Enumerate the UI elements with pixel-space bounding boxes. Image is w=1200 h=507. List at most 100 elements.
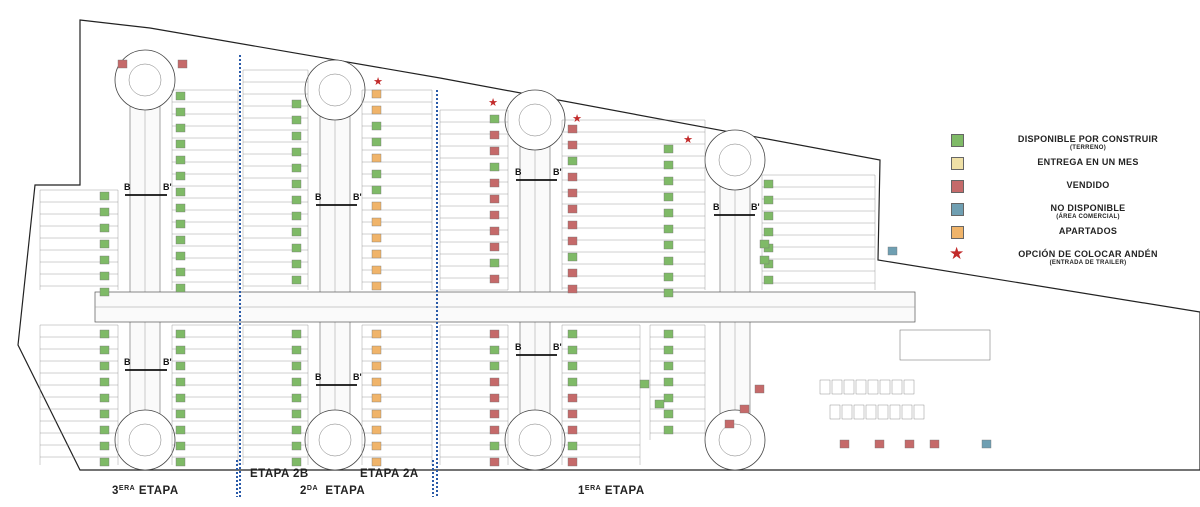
lot-status-swatch — [567, 204, 578, 214]
lot-status-swatch — [371, 153, 382, 163]
lot-status-swatch — [489, 130, 500, 140]
lot-status-swatch — [291, 115, 302, 125]
lot-status-swatch — [371, 217, 382, 227]
lot-status-swatch — [489, 393, 500, 403]
lot-status-swatch — [291, 243, 302, 253]
lot-status-swatch — [371, 105, 382, 115]
lot-status-swatch — [887, 246, 898, 256]
lot-status-swatch — [371, 281, 382, 291]
lot-status-swatch — [763, 195, 774, 205]
legend-label-disponible: DISPONIBLE POR CONSTRUIR — [1017, 134, 1159, 144]
lot-status-swatch — [371, 89, 382, 99]
lot-status-swatch — [291, 409, 302, 419]
legend-swatch-no-disponible — [951, 203, 964, 216]
lot-status-swatch — [759, 239, 770, 249]
section-marker-b-prime: B' — [553, 342, 562, 352]
lot-status-swatch — [663, 208, 674, 218]
legend-entrega: ENTREGA EN UN MES — [948, 153, 1198, 176]
lot-status-swatch — [99, 393, 110, 403]
star-icon: ★ — [683, 134, 693, 146]
lot-status-swatch — [663, 425, 674, 435]
legend-sub-no-disponible: (ÁREA COMERCIAL) — [1056, 214, 1120, 220]
star-icon: ★ — [373, 76, 383, 88]
lot-status-swatch — [654, 399, 665, 409]
lot-status-swatch — [567, 140, 578, 150]
lot-status-swatch — [489, 194, 500, 204]
commercial-unit — [841, 404, 853, 420]
roundabout-island — [518, 423, 552, 457]
lot-status-swatch — [291, 99, 302, 109]
lot-status-swatch — [489, 162, 500, 172]
lot-status-swatch — [291, 393, 302, 403]
legend-vendido: VENDIDO — [948, 176, 1198, 199]
legend-sub-disponible: (TERRENO) — [1069, 145, 1107, 151]
lot-status-swatch — [291, 441, 302, 451]
lot-status-swatch — [567, 441, 578, 451]
lot-status-swatch — [489, 345, 500, 355]
stage-label-1era: 1ERA ETAPA — [578, 485, 645, 497]
lot-status-swatch — [99, 271, 110, 281]
lot-status-swatch — [489, 274, 500, 284]
lot-status-swatch — [291, 179, 302, 189]
lot-status-swatch — [291, 329, 302, 339]
legend-label-no-disponible: NO DISPONIBLE — [1050, 203, 1126, 213]
lot-status-swatch — [371, 121, 382, 131]
lot-status-swatch — [489, 425, 500, 435]
lot-status-swatch — [175, 171, 186, 181]
lot-status-swatch — [567, 425, 578, 435]
lot-status-swatch — [567, 284, 578, 294]
legend-label-anden: OPCIÓN DE COLOCAR ANDÉN — [1018, 249, 1158, 259]
lot-status-swatch — [904, 439, 915, 449]
lot-status-swatch — [739, 404, 750, 414]
lot-status-swatch — [291, 211, 302, 221]
lot-status-swatch — [489, 441, 500, 451]
lot-status-swatch — [489, 361, 500, 371]
lot-status-swatch — [371, 345, 382, 355]
lot-status-swatch — [371, 137, 382, 147]
commercial-unit — [867, 379, 879, 395]
lot-status-swatch — [371, 425, 382, 435]
lot-status-swatch — [567, 393, 578, 403]
legend-swatch-apartados — [951, 226, 964, 239]
section-marker-b-prime: B' — [751, 202, 760, 212]
legend-anden: ★ OPCIÓN DE COLOCAR ANDÉN(ENTRADA DE TRA… — [948, 245, 1198, 268]
lot-status-swatch — [175, 377, 186, 387]
lot-status-swatch — [489, 210, 500, 220]
legend-label-vendido: VENDIDO — [1066, 180, 1110, 190]
lot-status-swatch — [489, 377, 500, 387]
commercial-unit — [889, 404, 901, 420]
lot-status-swatch — [175, 393, 186, 403]
lot-status-swatch — [175, 187, 186, 197]
lot-status-swatch — [929, 439, 940, 449]
legend-swatch-entrega — [951, 157, 964, 170]
stage-label-2da: 2DA ETAPA — [300, 485, 366, 497]
roundabout — [504, 89, 566, 151]
lot-status-swatch — [489, 226, 500, 236]
lot-status-swatch — [763, 227, 774, 237]
commercial-unit — [855, 379, 867, 395]
commercial-unit — [903, 379, 915, 395]
legend-label-apartados: APARTADOS — [1058, 226, 1118, 236]
lot-status-swatch — [567, 124, 578, 134]
commercial-unit — [843, 379, 855, 395]
lot-status-swatch — [663, 144, 674, 154]
lot-status-swatch — [291, 195, 302, 205]
lot-status-swatch — [371, 185, 382, 195]
lot-status-swatch — [489, 178, 500, 188]
section-marker-b: B — [124, 182, 131, 192]
lot-status-swatch — [839, 439, 850, 449]
lot-status-swatch — [489, 457, 500, 467]
lot-status-swatch — [291, 131, 302, 141]
lot-status-swatch — [874, 439, 885, 449]
lot-status-swatch — [291, 259, 302, 269]
lot-status-swatch — [99, 361, 110, 371]
lot-status-swatch — [99, 345, 110, 355]
lot-status-swatch — [99, 207, 110, 217]
lot-status-swatch — [567, 220, 578, 230]
lot-status-swatch — [489, 146, 500, 156]
lot-status-swatch — [371, 169, 382, 179]
section-marker-b-prime: B' — [553, 167, 562, 177]
lot-status-swatch — [371, 377, 382, 387]
